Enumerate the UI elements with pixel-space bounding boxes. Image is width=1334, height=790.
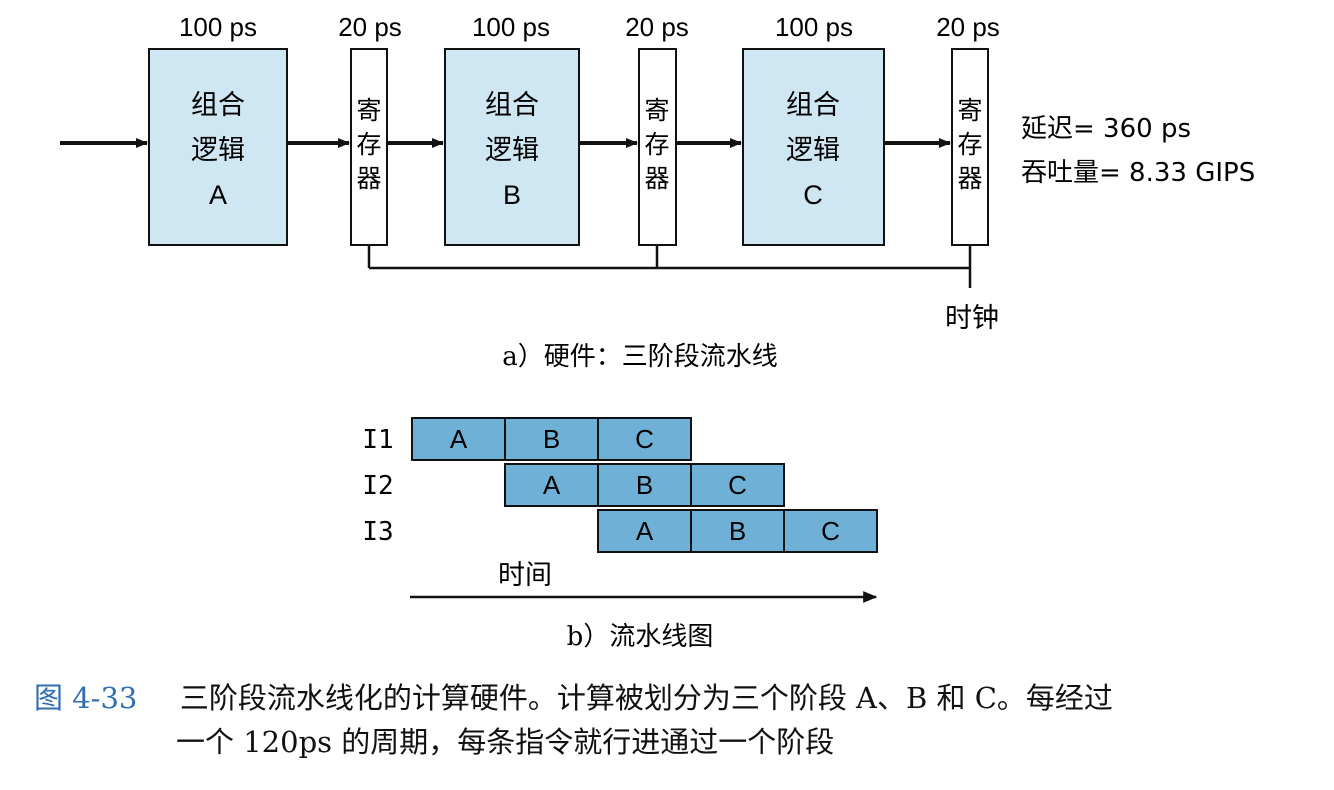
- register-3-char1: 寄: [957, 96, 982, 125]
- clock-label: 时钟: [945, 303, 999, 334]
- pipeline-cell-label: A: [450, 424, 468, 454]
- instruction-label: I1: [362, 425, 393, 455]
- figure-caption-line1: 图 4-33 三阶段流水线化的计算硬件。计算被划分为三个阶段 A、B 和 C。每…: [34, 676, 1113, 720]
- register-2-delay-label: 20 ps: [625, 12, 689, 42]
- pipeline-cell-label: B: [543, 424, 560, 454]
- pipeline-figure: 100 ps 20 ps 100 ps 20 ps 100 ps 20 ps 组…: [60, 12, 1255, 652]
- stage-b-line2: 逻辑: [485, 135, 539, 166]
- instruction-label: I2: [362, 471, 393, 501]
- register-2-char2: 存: [644, 130, 669, 159]
- figure-number: 图 4-33: [34, 681, 138, 715]
- stage-b-delay-label: 100 ps: [472, 12, 550, 42]
- stage-a-letter: A: [209, 180, 227, 210]
- figure-caption-text1: 三阶段流水线化的计算硬件。计算被划分为三个阶段 A、B 和 C。每经过: [179, 681, 1113, 715]
- register-1-char3: 器: [356, 164, 381, 193]
- stage-b-line1: 组合: [485, 90, 539, 121]
- pipeline-cell: [597, 417, 692, 461]
- pipeline-cell-label: B: [636, 470, 653, 500]
- stage-a-block: 组合 逻辑 A: [148, 48, 288, 246]
- register-1-char1: 寄: [356, 96, 381, 125]
- register-3-char3: 器: [957, 164, 982, 193]
- register-3-delay-label: 20 ps: [936, 12, 1000, 42]
- register-2-char3: 器: [644, 164, 669, 193]
- stage-c-line1: 组合: [786, 90, 840, 121]
- stage-a-line1: 组合: [191, 90, 245, 121]
- pipeline-cell: [597, 463, 692, 507]
- pipeline-cell-label: B: [729, 516, 746, 546]
- stage-b-block: 组合 逻辑 B: [444, 48, 580, 246]
- latency-text: 延迟= 360 ps: [1021, 114, 1191, 144]
- pipeline-cell-label: C: [635, 424, 654, 454]
- clock-line: [367, 245, 972, 288]
- register-3-char2: 存: [957, 130, 982, 159]
- stage-c-block: 组合 逻辑 C: [742, 48, 885, 246]
- subcaption-a: a）硬件：三阶段流水线: [502, 342, 778, 372]
- register-1: 寄 存 器: [350, 48, 388, 246]
- pipeline-cell-label: A: [636, 516, 654, 546]
- pipeline-cell: [504, 417, 599, 461]
- register-3: 寄 存 器: [951, 48, 989, 246]
- time-label: 时间: [498, 560, 552, 591]
- subcaption-b: b）流水线图: [567, 622, 714, 652]
- register-2: 寄 存 器: [638, 48, 677, 246]
- stage-c-letter: C: [803, 180, 823, 210]
- register-2-char1: 寄: [644, 96, 669, 125]
- stage-c-delay-label: 100 ps: [775, 12, 853, 42]
- pipeline-cell: [504, 463, 599, 507]
- stage-c-line2: 逻辑: [786, 135, 840, 166]
- register-1-char2: 存: [356, 130, 381, 159]
- figure-caption-line2: 一个 120ps 的周期，每条指令就行进通过一个阶段: [176, 720, 834, 764]
- stage-b-letter: B: [503, 180, 521, 210]
- pipeline-cell-label: C: [821, 516, 840, 546]
- throughput-text: 吞吐量= 8.33 GIPS: [1021, 158, 1255, 188]
- pipeline-cell: [690, 509, 785, 553]
- pipeline-cell-label: A: [543, 470, 561, 500]
- stage-a-line2: 逻辑: [191, 135, 245, 166]
- instruction-label: I3: [362, 517, 393, 547]
- pipeline-cell-label: C: [728, 470, 747, 500]
- stage-a-delay-label: 100 ps: [179, 12, 257, 42]
- pipeline-cell: [783, 509, 878, 553]
- hardware-diagram: 100 ps 20 ps 100 ps 20 ps 100 ps 20 ps 组…: [60, 12, 1255, 372]
- figure-caption-text2: 一个 120ps 的周期，每条指令就行进通过一个阶段: [176, 725, 835, 759]
- register-1-delay-label: 20 ps: [338, 12, 402, 42]
- pipeline-cell: [690, 463, 785, 507]
- pipeline-cell: [411, 417, 506, 461]
